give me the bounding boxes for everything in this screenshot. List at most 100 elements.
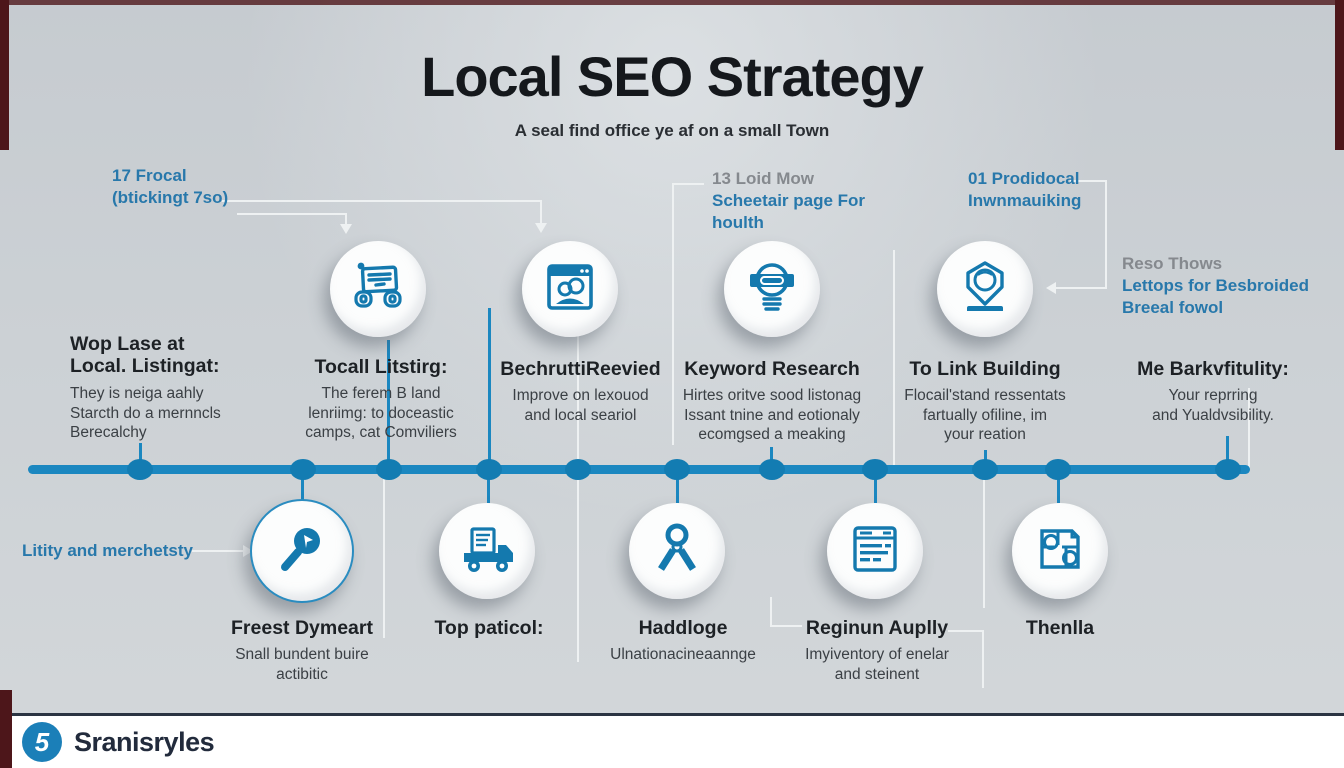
- edge-strip: [0, 690, 12, 768]
- desc-line: Flocail'stand ressentats: [904, 387, 1066, 404]
- desc-line: and Yualdvsibility.: [1152, 406, 1274, 424]
- step-circle: [250, 499, 354, 603]
- connector-line: [192, 550, 244, 552]
- desc-line: camps, cat Comviliers: [305, 424, 457, 441]
- step-title: Keyword Research: [684, 358, 860, 380]
- person-pin-icon: [957, 259, 1013, 320]
- timeline-stub: [676, 474, 679, 503]
- step-circle: [522, 241, 618, 337]
- timeline-dot: [1045, 459, 1071, 480]
- timeline-dot: [1215, 459, 1241, 480]
- connector-line: [1056, 287, 1107, 289]
- desc-line: Hirtes oritve sood listonag: [682, 387, 862, 404]
- connector-line: [222, 200, 542, 202]
- step-circle: [827, 503, 923, 599]
- timeline-dot: [127, 459, 153, 480]
- step-title: Me Barkvfitulity:: [1137, 358, 1289, 380]
- desc-line: your reation: [944, 426, 1026, 443]
- connector-line: [672, 183, 674, 445]
- connector-line: [1070, 180, 1107, 182]
- connector-line: [1105, 180, 1107, 288]
- timeline-stub: [139, 443, 142, 466]
- timeline-dot: [862, 459, 888, 480]
- step-label: Tocall Litstirg: The ferem B land lenrii…: [283, 356, 479, 443]
- connector-line: [672, 183, 704, 185]
- bulb-money-icon: [744, 259, 800, 320]
- step-title: Reginun Auplly: [805, 617, 949, 639]
- desc-line: actibitic: [276, 665, 328, 683]
- callout-heading: 01 Prodidocal: [968, 169, 1080, 188]
- timeline-stub: [1057, 474, 1060, 503]
- callout-right: Reso Thows Lettops for Besbroided Breeal…: [1122, 253, 1309, 319]
- callout-left: Litity and merchetsty: [22, 541, 193, 560]
- step-label: Wop Lase at Local. Listingat: They is ne…: [70, 333, 300, 443]
- step-title: Wop Lase at: [70, 333, 185, 355]
- step-desc: Snall bundent buire actibitic: [212, 645, 392, 684]
- step-desc: Ulnationacineaannge: [583, 645, 783, 665]
- step-circle: [1012, 503, 1108, 599]
- step-title: Local. Listingat:: [70, 355, 220, 377]
- step-desc: The ferem B land lenriimg: to doceastic …: [283, 384, 479, 443]
- desc-line: They is neiga aahly: [70, 385, 204, 402]
- separator-line: [383, 475, 385, 638]
- timeline-dot: [376, 459, 402, 480]
- page-title: Local SEO Strategy: [421, 45, 924, 108]
- timeline-stub: [1226, 436, 1229, 466]
- edge-strip: [0, 0, 1344, 5]
- timeline-dot: [476, 459, 502, 480]
- step-title: To Link Building: [909, 358, 1061, 380]
- desc-line: Berecalchy: [70, 424, 147, 441]
- step-circle: [330, 241, 426, 337]
- arrow-right-icon: [243, 545, 253, 557]
- timeline-dot: [759, 459, 785, 480]
- desc-line: The ferem B land: [321, 385, 441, 402]
- step-label: Reginun Auplly Imyiventory of enelar and…: [787, 617, 967, 684]
- footer-bar: 5 Sranisryles: [0, 713, 1344, 768]
- truck-icon: [458, 521, 516, 582]
- connector-line: [770, 625, 802, 627]
- timeline-dot: [290, 459, 316, 480]
- separator-line: [893, 250, 895, 465]
- step-title: Thenlla: [1025, 617, 1095, 639]
- timeline-dot: [565, 459, 591, 480]
- arrow-left-icon: [1046, 282, 1056, 294]
- callout-heading: 13 Loid Mow: [712, 169, 814, 188]
- step-title: Tocall Litstirg:: [314, 356, 448, 378]
- desc-line: and local seariol: [524, 406, 637, 424]
- connector-line: [540, 200, 542, 224]
- timeline-stub: [770, 447, 773, 466]
- connector-line: [345, 213, 347, 225]
- step-circle: [724, 241, 820, 337]
- callout-top-right: 01 Prodidocal Inwnmauiking: [968, 168, 1081, 212]
- magnifier-icon: [274, 521, 330, 582]
- step-desc: Hirtes oritve sood listonag Issant tnine…: [668, 386, 876, 445]
- desc-line: Issant tnine and eotionaly: [684, 406, 860, 424]
- step-title: Freest Dymeart: [231, 617, 373, 639]
- callout-line: Lettops for Besbroided: [1122, 276, 1310, 295]
- pliers-icon: [649, 521, 705, 582]
- step-label: Keyword Research Hirtes oritve sood list…: [668, 358, 876, 445]
- step-title: Top paticol:: [434, 617, 544, 639]
- form-icon: [847, 521, 903, 582]
- callout-heading: Reso Thows: [1122, 254, 1223, 273]
- page-subtitle: A seal find office ye af on a small Town: [514, 121, 830, 140]
- timeline-stub: [301, 474, 304, 503]
- desc-line: Your reprring: [1168, 387, 1258, 404]
- connector-line: [770, 597, 772, 627]
- desc-line: fartually ofiline, im: [922, 406, 1048, 424]
- callout-top-mid: 13 Loid Mow Scheetair page For houlth: [712, 168, 865, 234]
- step-desc: Flocail'stand ressentats fartually ofili…: [895, 386, 1075, 445]
- desc-line: and steinent: [834, 665, 920, 683]
- arrow-down-icon: [535, 223, 547, 233]
- step-circle: [937, 241, 1033, 337]
- step-circle: [629, 503, 725, 599]
- step-label: Me Barkvfitulity: Your reprring and Yual…: [1118, 358, 1308, 425]
- callout-line: (btickingt 7so): [112, 188, 229, 207]
- edge-strip: [0, 0, 9, 150]
- desc-line: Improve on lexouod: [512, 387, 649, 404]
- separator-line: [1248, 388, 1250, 470]
- map-icon: [1032, 521, 1088, 582]
- timeline-stub: [984, 450, 987, 466]
- connector-line: [948, 630, 984, 632]
